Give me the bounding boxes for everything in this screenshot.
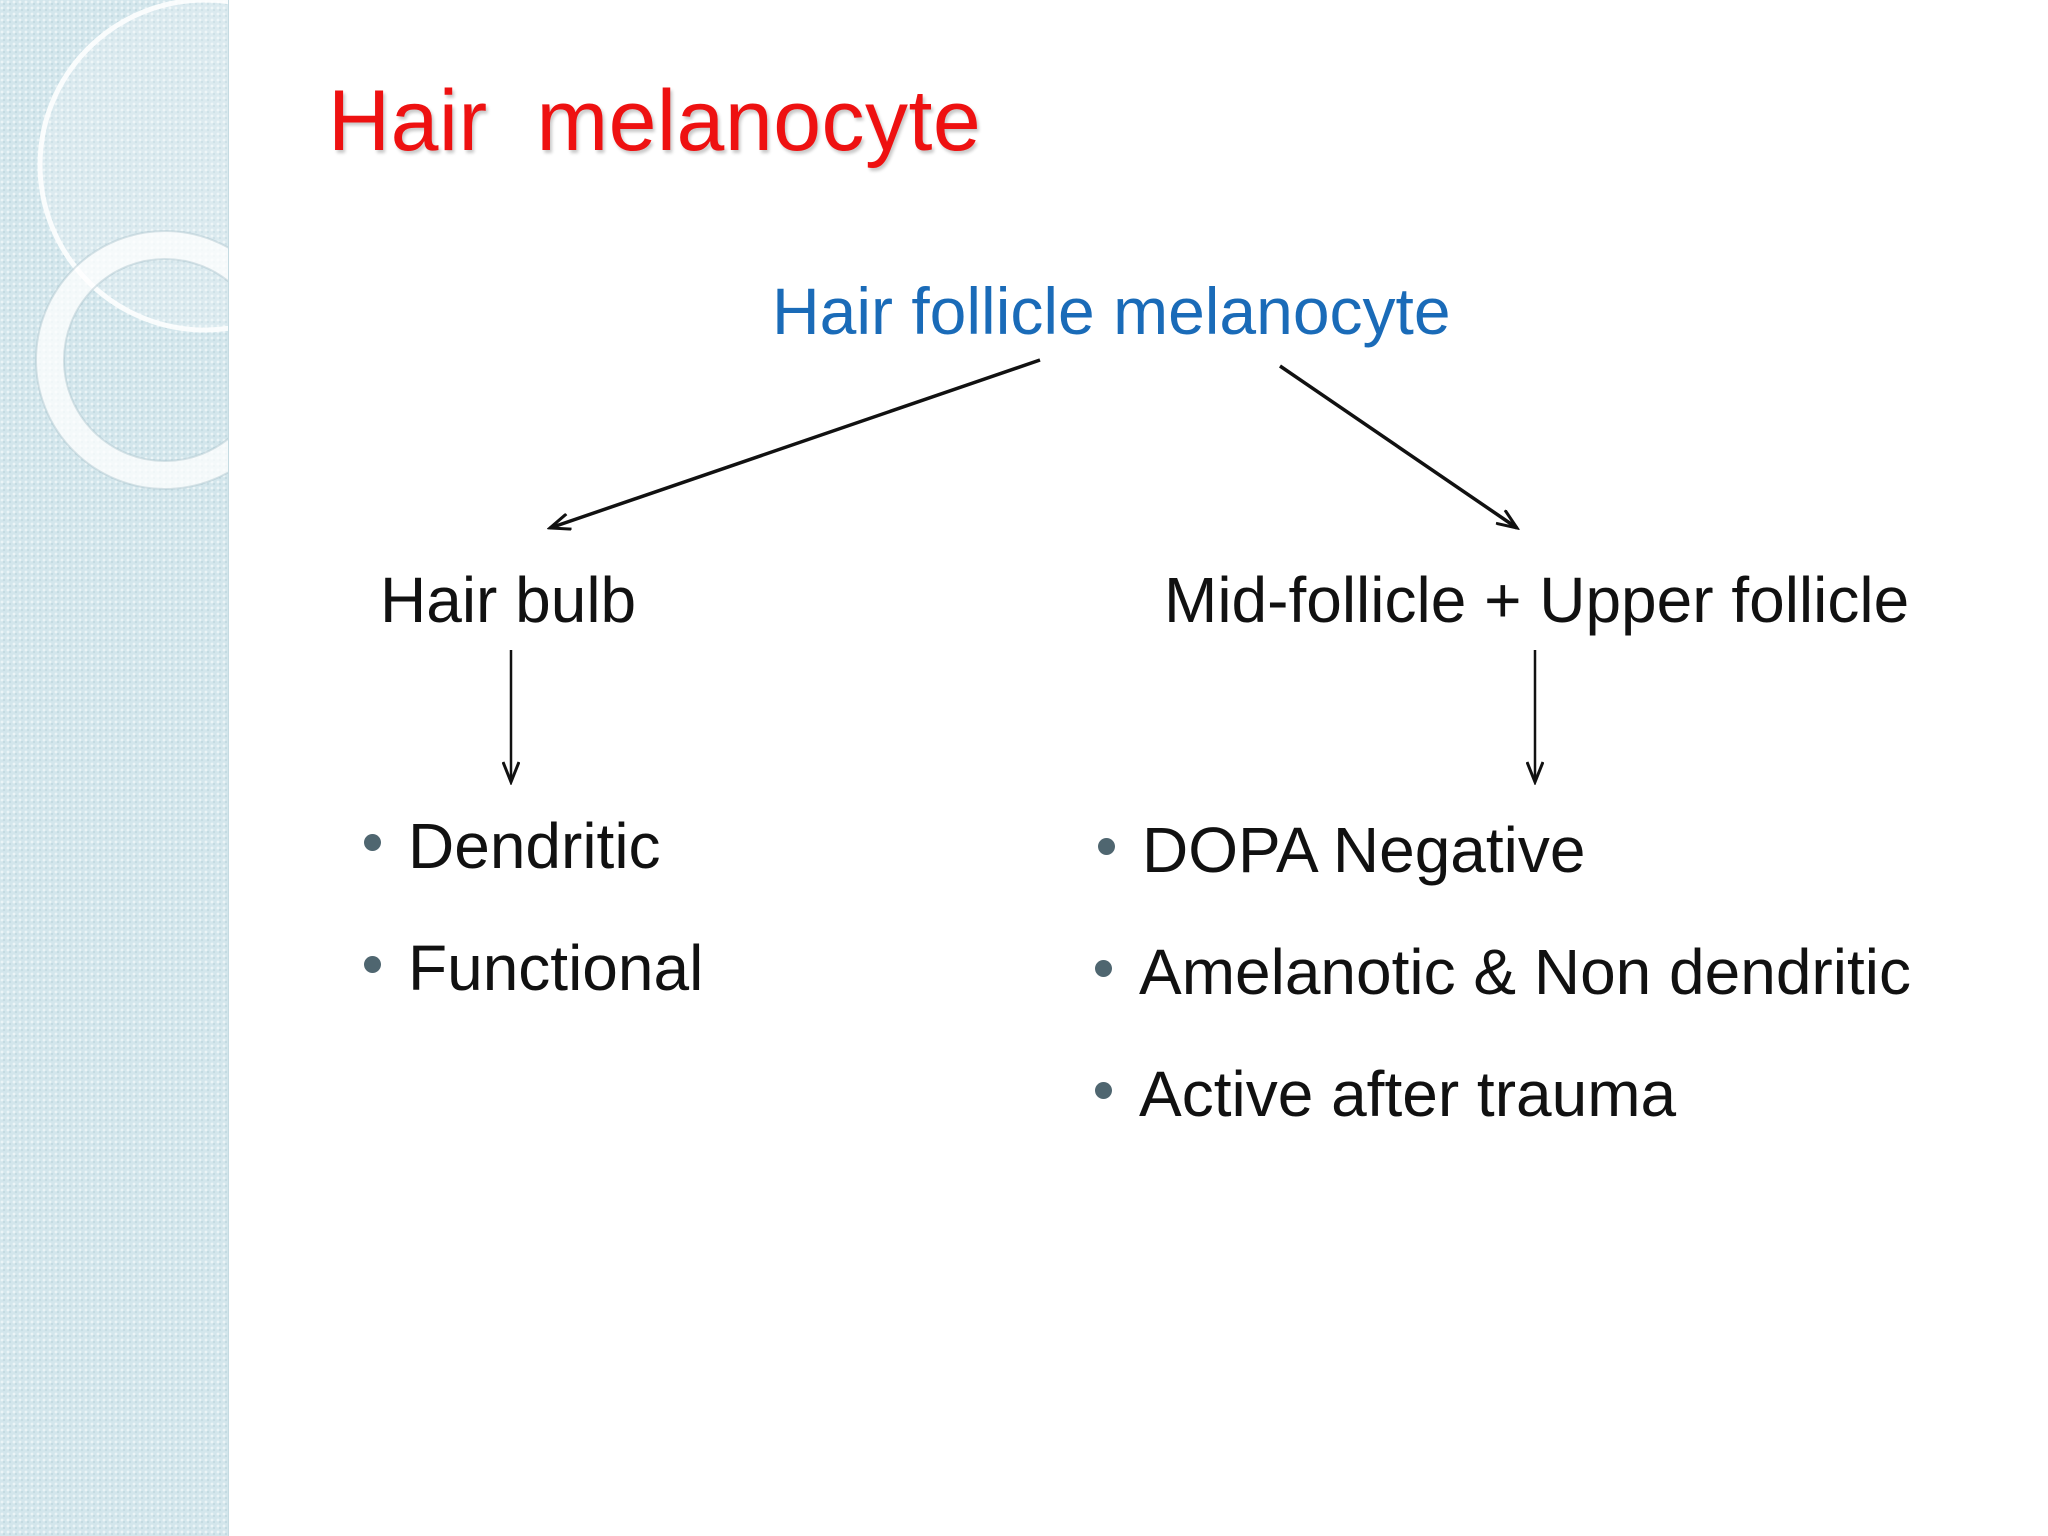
bullet-text: Functional xyxy=(408,932,704,1004)
root-node: Hair follicle melanocyte xyxy=(772,274,1451,348)
arrow-root-to-hair-bulb xyxy=(550,358,1041,528)
bullet-dot-icon xyxy=(1098,838,1115,855)
list-item: Functional xyxy=(364,936,703,1000)
bullet-text: Active after trauma xyxy=(1139,1058,1677,1130)
list-item: Amelanotic & Non dendritic xyxy=(1095,940,1911,1004)
slide-title: Hair melanocyte xyxy=(328,73,982,169)
bullet-text: Amelanotic & Non dendritic xyxy=(1139,936,1911,1008)
hair-bulb-bullet-list: Dendritic Functional xyxy=(364,814,703,1058)
bullet-dot-icon xyxy=(364,834,381,851)
follicle-bullet-list: DOPA Negative Amelanotic & Non dendritic… xyxy=(1095,818,1914,1184)
bullet-text: DOPA Negative xyxy=(1142,814,1586,886)
bullet-dot-icon xyxy=(1095,1082,1112,1099)
node-mid-upper-follicle: Mid-follicle + Upper follicle xyxy=(1164,564,1910,636)
arrow-root-to-mid-follicle xyxy=(1279,364,1517,528)
list-item: Dendritic xyxy=(364,814,703,878)
bullet-dot-icon xyxy=(1095,960,1112,977)
list-item: DOPA Negative xyxy=(1098,818,1914,882)
bullet-dot-icon xyxy=(364,956,381,973)
list-item: Active after trauma xyxy=(1095,1062,1911,1126)
node-hair-bulb: Hair bulb xyxy=(380,564,637,636)
ring-decoration xyxy=(35,0,228,490)
bullet-text: Dendritic xyxy=(408,810,661,882)
